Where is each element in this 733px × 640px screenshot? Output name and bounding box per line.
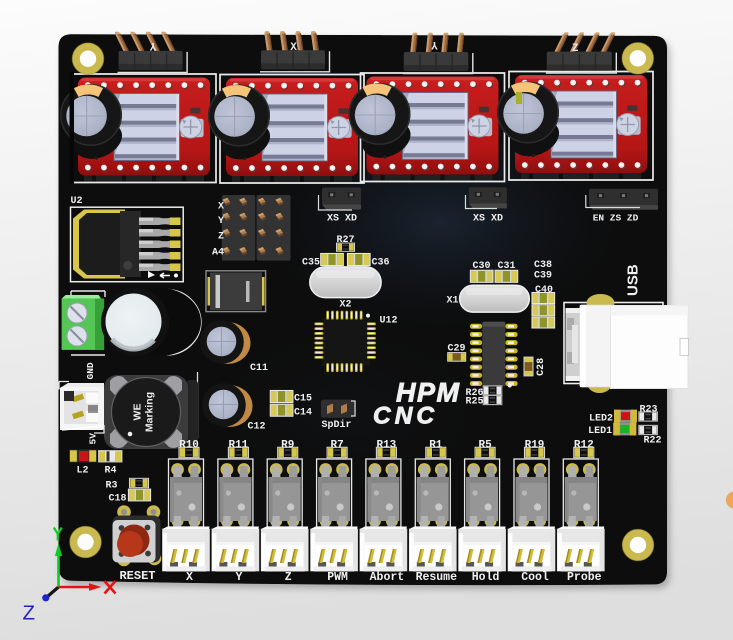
svg-text:Hold: Hold: [472, 571, 500, 584]
svg-text:C38: C38: [534, 260, 552, 271]
svg-text:LED1: LED1: [588, 426, 612, 437]
svg-text:USB: USB: [625, 264, 642, 296]
svg-text:LED2: LED2: [589, 414, 613, 425]
svg-text:PWM: PWM: [327, 571, 348, 584]
svg-text:C35: C35: [302, 258, 320, 269]
svg-text:C15: C15: [294, 394, 312, 405]
svg-text:R4: R4: [104, 466, 116, 477]
svg-text:C14: C14: [294, 408, 312, 419]
svg-text:C18: C18: [108, 494, 126, 505]
svg-text:R5: R5: [478, 440, 492, 452]
svg-text:R11: R11: [228, 440, 248, 452]
svg-text:X2: X2: [339, 300, 351, 311]
svg-text:R13: R13: [376, 440, 396, 452]
svg-text:CNC: CNC: [373, 403, 438, 430]
svg-text:A4: A4: [212, 248, 224, 259]
svg-text:C12: C12: [248, 422, 266, 433]
svg-text:U12: U12: [380, 316, 398, 327]
svg-text:X: X: [218, 202, 224, 213]
svg-text:EN ZS ZD: EN ZS ZD: [593, 213, 639, 224]
svg-text:R10: R10: [179, 440, 199, 452]
svg-text:XS XD: XS XD: [473, 214, 503, 225]
svg-text:R1: R1: [429, 440, 443, 452]
svg-text:R12: R12: [574, 440, 594, 452]
svg-text:Z: Z: [285, 571, 292, 584]
svg-text:WE: WE: [132, 404, 144, 421]
svg-text:Z: Z: [572, 43, 579, 55]
svg-text:C30: C30: [472, 261, 490, 272]
svg-text:SpDir: SpDir: [321, 419, 351, 431]
svg-text:RESET: RESET: [119, 569, 155, 583]
svg-text:R25: R25: [466, 397, 484, 408]
svg-text:L2: L2: [76, 466, 88, 477]
svg-text:C31: C31: [497, 261, 515, 272]
svg-text:Y: Y: [235, 571, 242, 584]
svg-text:Marking: Marking: [144, 392, 156, 432]
svg-text:R9: R9: [281, 440, 294, 452]
svg-text:R27: R27: [336, 235, 354, 246]
svg-text:R23: R23: [640, 405, 658, 416]
svg-text:5V: 5V: [88, 433, 99, 445]
svg-text:Z: Z: [23, 602, 36, 625]
svg-text:C39: C39: [534, 271, 552, 282]
svg-text:C40: C40: [535, 285, 553, 296]
svg-text:R7: R7: [330, 440, 343, 452]
svg-text:R22: R22: [644, 436, 662, 447]
svg-text:X: X: [186, 571, 193, 584]
svg-text:HPM: HPM: [396, 378, 461, 408]
svg-text:Y: Y: [149, 39, 156, 51]
svg-text:Resume: Resume: [416, 571, 458, 584]
svg-text:C36: C36: [371, 258, 389, 269]
svg-text:C11: C11: [250, 363, 268, 374]
svg-text:Abort: Abort: [370, 571, 405, 584]
svg-text:U2: U2: [71, 196, 83, 207]
svg-text:Y: Y: [431, 38, 438, 50]
svg-text:XS XD: XS XD: [327, 214, 357, 225]
svg-text:Z: Z: [218, 232, 224, 243]
svg-text:R19: R19: [525, 440, 545, 452]
svg-text:C28: C28: [536, 358, 547, 376]
svg-text:R3: R3: [105, 481, 117, 492]
svg-text:X: X: [290, 42, 297, 54]
svg-text:GND: GND: [85, 362, 96, 379]
svg-text:R26: R26: [466, 388, 484, 399]
svg-text:Cool: Cool: [521, 571, 549, 584]
svg-text:C29: C29: [448, 344, 466, 355]
svg-text:Probe: Probe: [567, 571, 602, 584]
svg-text:Y: Y: [218, 216, 224, 227]
svg-text:X1: X1: [446, 296, 458, 307]
